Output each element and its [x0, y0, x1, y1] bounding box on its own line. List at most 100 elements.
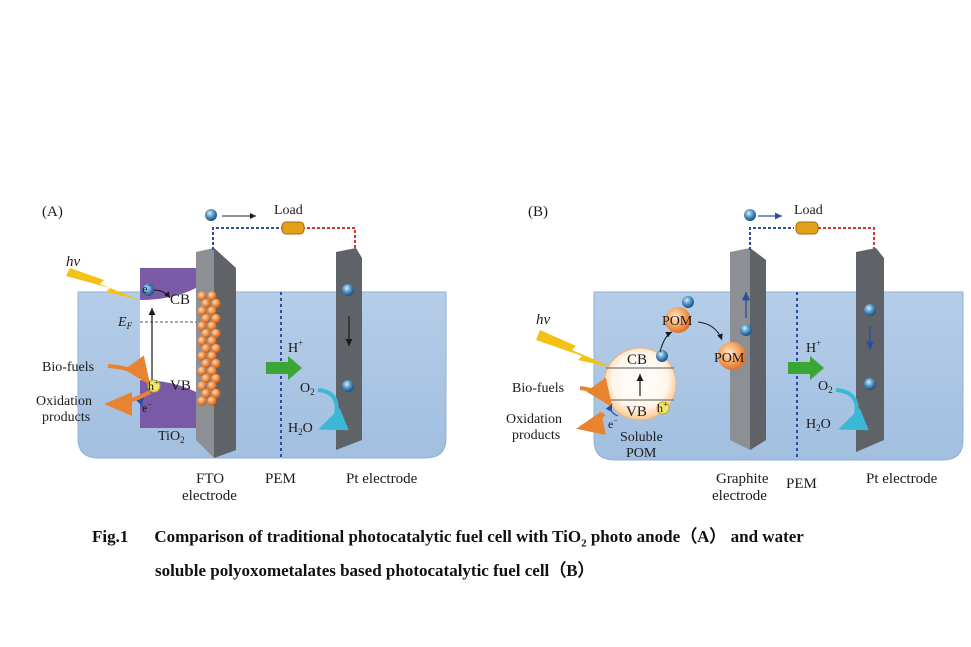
- nanoparticle: [207, 321, 217, 331]
- panel-a-tag: (A): [42, 204, 63, 220]
- pom-ball-1: [665, 307, 691, 333]
- soluble-label-1: Soluble: [620, 430, 663, 445]
- pom-to-pom-arrow: [697, 321, 723, 341]
- electron-icon-b-pt2: [864, 378, 876, 390]
- biofuel-arrow-a: [107, 355, 151, 386]
- circuit-wire-a-blue: [212, 227, 284, 250]
- circuit-wire-b-red: [818, 227, 875, 252]
- hole-label-a: h+: [148, 378, 159, 393]
- nanoparticle: [211, 313, 221, 324]
- nanoparticle: [197, 306, 207, 316]
- electron-icon-a-top: [205, 209, 217, 221]
- nanoparticle: [197, 381, 207, 391]
- vb-electron-label-a: e−: [142, 400, 152, 415]
- cb-electron-label-a: e−: [142, 280, 153, 296]
- cb-label-a: CB: [170, 292, 190, 308]
- hole-icon-b: [656, 401, 670, 415]
- tio2-label: TiO2: [158, 429, 185, 445]
- oxidation-label-a-2: products: [42, 410, 90, 425]
- proton-arrow-a: [266, 356, 302, 380]
- electron-icon-b-cb: [656, 350, 668, 362]
- oxidation-label-b-1: Oxidation: [506, 412, 562, 427]
- oxidation-arrow-b: [576, 411, 606, 436]
- graphite-label-1: Graphite: [716, 471, 769, 487]
- fermi-label-a: EF: [117, 315, 133, 331]
- nanoparticle: [207, 396, 217, 406]
- cb-electron-arrow: [153, 289, 171, 299]
- oxidation-arrow-a: [104, 390, 151, 416]
- graphite-electrode-side: [750, 248, 766, 450]
- nanoparticle: [211, 328, 221, 339]
- panel-a: (A) Load: [36, 203, 447, 504]
- nanoparticle: [201, 388, 211, 399]
- pom-ball-2: [718, 342, 746, 370]
- graphite-label-2: electrode: [712, 488, 767, 504]
- nanoparticle: [197, 396, 207, 406]
- fto-label-2: electrode: [182, 488, 237, 504]
- circuit-wire-a-red: [302, 227, 356, 250]
- pt-electrode-a: [336, 248, 362, 450]
- load-b: [795, 221, 819, 235]
- cb-to-pom-arrow: [659, 331, 673, 353]
- circuit-wire-b-blue: [749, 227, 794, 250]
- oxidation-label-b-2: products: [512, 428, 560, 443]
- nanoparticle: [211, 373, 221, 384]
- nanoparticle: [197, 321, 207, 331]
- nanoparticle: [211, 343, 221, 354]
- nanoparticle: [197, 291, 207, 301]
- nanoparticle: [211, 388, 221, 399]
- panel-a-electrolyte: [77, 291, 447, 459]
- oxidation-label-a-1: Oxidation: [36, 394, 92, 409]
- soluble-label-2: POM: [626, 446, 657, 461]
- pem-label-b: PEM: [786, 476, 817, 492]
- nanoparticle: [201, 358, 211, 369]
- o2-reduction-arrow-a: [317, 388, 349, 431]
- hole-arrow-a: [136, 397, 147, 411]
- nanoparticle: [207, 336, 217, 346]
- electron-icon-b-pom1: [682, 296, 694, 308]
- hole-icon-a: [147, 379, 161, 393]
- pt-label-a: Pt electrode: [346, 471, 418, 487]
- nanoparticle: [201, 373, 211, 384]
- pom-label-1: POM: [662, 314, 693, 329]
- cb-label-b: CB: [627, 352, 647, 368]
- nanoparticle: [207, 366, 217, 376]
- nanoparticle: [201, 313, 211, 324]
- o2-label-b: O2: [818, 379, 833, 395]
- nanoparticle: [197, 366, 207, 376]
- pt-label-b: Pt electrode: [866, 471, 938, 487]
- pem-label-a: PEM: [265, 471, 296, 487]
- hole-label-b: h+: [657, 400, 668, 415]
- hv-label-b: hν: [536, 312, 551, 328]
- proton-arrow-b: [788, 356, 824, 380]
- nanoparticle: [207, 351, 217, 361]
- nanoparticle: [201, 343, 211, 354]
- electron-icon-b-pt1: [864, 304, 876, 316]
- vb-label-b: VB: [626, 404, 647, 420]
- panel-b-tag: (B): [528, 204, 548, 220]
- biofuels-label-b: Bio-fuels: [512, 381, 564, 396]
- light-bolt-a: [66, 268, 140, 300]
- nanoparticle: [207, 381, 217, 391]
- electron-icon-a-pt1: [342, 284, 354, 296]
- h2o-label-b: H2O: [806, 417, 831, 433]
- nanoparticle: [201, 298, 211, 309]
- electron-icon-a-pt2: [342, 380, 354, 392]
- nanoparticle: [207, 306, 217, 316]
- light-bolt-b: [536, 330, 614, 368]
- load-a-label: Load: [274, 203, 303, 218]
- electron-icon-b-top: [744, 209, 756, 221]
- hole-arrow-b: [605, 403, 619, 417]
- vb-electron-label-b: e−: [608, 416, 618, 431]
- panel-b: (B) Load: [506, 203, 964, 504]
- vb-label-a: VB: [170, 378, 191, 394]
- hplus-label-b: H+: [806, 338, 821, 356]
- nanoparticle: [197, 351, 207, 361]
- h2o-label-a: H2O: [288, 421, 313, 437]
- nanoparticle: [201, 328, 211, 339]
- tio2-nanoparticles: [197, 291, 221, 406]
- load-a: [281, 221, 305, 235]
- nanoparticle: [211, 358, 221, 369]
- nanoparticle: [197, 336, 207, 346]
